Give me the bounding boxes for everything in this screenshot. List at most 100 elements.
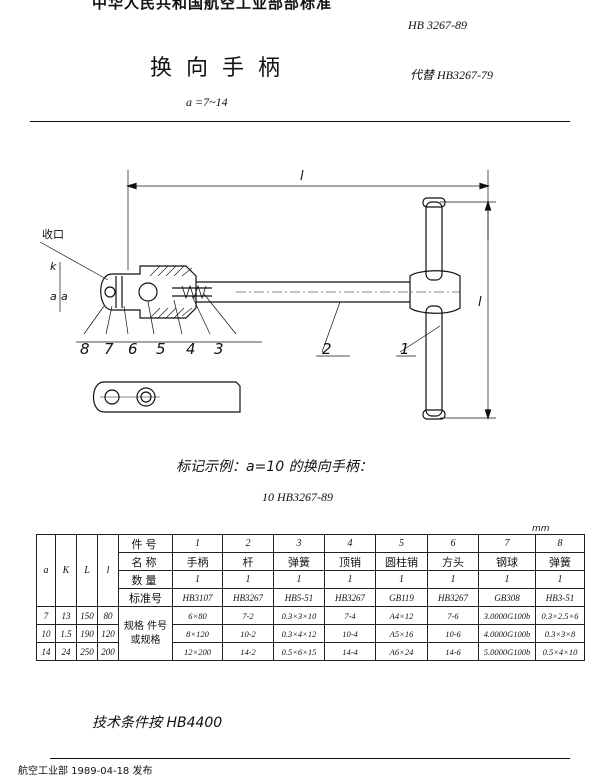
technical-conditions: 技术条件按 HB4400 [92,715,223,731]
a-value: 14 [36,642,56,661]
spec-cell: 8×120 [172,624,223,643]
part-label-7: 7 [104,340,114,358]
spec-cell: 0.5×4×10 [535,642,585,661]
part-no-cell: 6 [427,534,479,553]
table-row: 10 1.5 190 120 8×120 10-2 0.3×4×12 10-4 … [36,624,585,643]
header-divider [30,121,570,122]
row-label-standard: 标准号 [118,588,173,607]
spec-cell: 0.5×6×15 [273,642,325,661]
spec-cell: 10-4 [324,624,376,643]
header-k: K [55,534,77,607]
part-name-cell: 手柄 [172,552,223,571]
k-value: 24 [55,642,77,661]
standard-cell: GB308 [478,588,536,607]
part-name-cell: 杆 [222,552,274,571]
table-row: 7 13 150 80 规格 件号 或规格 6×80 7-2 0.3×3×10 … [36,606,585,661]
spec-cell: A4×12 [375,606,428,625]
spec-cell: 7-6 [427,606,479,625]
part-name-cell: 弹簧 [273,552,325,571]
standard-cell: HB3107 [172,588,223,607]
part-name-cell: 圆柱销 [375,552,428,571]
spec-cell: 0.3×3×10 [273,606,325,625]
l-value: 200 [97,642,119,661]
table-row: a K L l 件号 1 2 3 4 5 6 7 8 [36,534,585,607]
qty-cell: 1 [172,570,223,589]
header-l: l [97,534,119,607]
header-a: a [36,534,56,607]
spec-cell: 7-2 [222,606,274,625]
row-label-part-no: 件号 [118,534,173,553]
part-label-8: 8 [80,340,90,358]
l-value: 80 [97,606,119,625]
part-name-cell: 弹簧 [535,552,585,571]
part-name-cell: 方头 [427,552,479,571]
standard-cell: HB3267 [324,588,376,607]
row-label-qty: 数量 [118,570,173,589]
qty-cell: 1 [535,570,585,589]
footer-text: 航空工业部 1989-04-18 发布 [18,766,153,777]
part-name-cell: 顶销 [324,552,376,571]
table-row: 标准号 HB3107 HB3267 HB5-51 HB3267 GB119 HB… [37,588,585,607]
part-label-1: 1 [400,340,410,358]
L-value: 190 [76,624,98,643]
part-label-3: 3 [214,340,224,358]
part-name-cell: 钢球 [478,552,536,571]
spec-cell: A6×24 [375,642,428,661]
part-no-cell: 4 [324,534,376,553]
issuing-organization: 中华人民共和国航空工业部部标准 [92,0,333,12]
part-no-cell: 8 [535,534,585,553]
label-a-2: a [61,290,68,303]
spec-cell: 3.0000G100b [478,606,536,625]
label-shoukou: 收口 [42,227,64,241]
marking-example: 标记示例：a=10 的换向手柄： [176,459,373,475]
row-label-spec: 规格 件号 或规格 [118,606,173,661]
qty-cell: 1 [478,570,536,589]
l-value: 120 [97,624,119,643]
k-value: 13 [55,606,77,625]
table-row: 数量 1 1 1 1 1 1 1 1 [37,570,585,589]
table-row: 14 24 250 200 12×200 14-2 0.5×6×15 14-4 … [36,642,585,661]
unit-label: mm [532,524,550,534]
spec-cell: A5×16 [375,624,428,643]
a-value: 7 [36,606,56,625]
spec-cell: 0.3×3×8 [535,624,585,643]
part-no-cell: 2 [222,534,274,553]
size-range: a =7~14 [186,95,228,109]
spec-cell: 14-4 [324,642,376,661]
spec-cell: 10-2 [222,624,274,643]
spec-cell: 14-6 [427,642,479,661]
part-no-cell: 7 [478,534,536,553]
standard-number: HB 3267-89 [408,18,467,32]
part-label-5: 5 [156,340,166,358]
standard-cell: HB3267 [427,588,479,607]
spec-cell: 14-2 [222,642,274,661]
standard-cell: HB5-51 [273,588,325,607]
table-row: 名称 手柄 杆 弹簧 顶销 圆柱销 方头 钢球 弹簧 [37,552,585,571]
spec-cell: 10-6 [427,624,479,643]
replaces-standard: 代替 HB3267-79 [410,68,493,82]
spec-cell: 5.0000G100b [478,642,536,661]
qty-cell: 1 [375,570,428,589]
part-label-6: 6 [128,340,138,358]
spec-cell: 0.3×2.5×6 [535,606,585,625]
part-label-2: 2 [322,340,332,358]
specification-table: a K L l 件号 1 2 3 4 5 6 7 8 名称 手柄 杆 弹簧 顶销… [36,534,585,661]
standard-cell: GB119 [375,588,428,607]
standard-cell: HB3-51 [535,588,585,607]
label-k: k [50,260,57,273]
L-value: 150 [76,606,98,625]
row-label-name: 名称 [118,552,173,571]
standard-cell: HB3267 [222,588,274,607]
L-value: 250 [76,642,98,661]
label-a: a [50,290,57,303]
qty-cell: 1 [222,570,274,589]
marking-code: 10 HB3267-89 [262,490,333,504]
handle-technical-drawing: l l [39,169,496,421]
a-value: 10 [36,624,56,643]
spec-cell: 12×200 [172,642,223,661]
part-label-4: 4 [186,340,196,358]
spec-cell: 7-4 [324,606,376,625]
footer-divider [50,758,570,759]
k-value: 1.5 [55,624,77,643]
part-no-cell: 1 [172,534,223,553]
